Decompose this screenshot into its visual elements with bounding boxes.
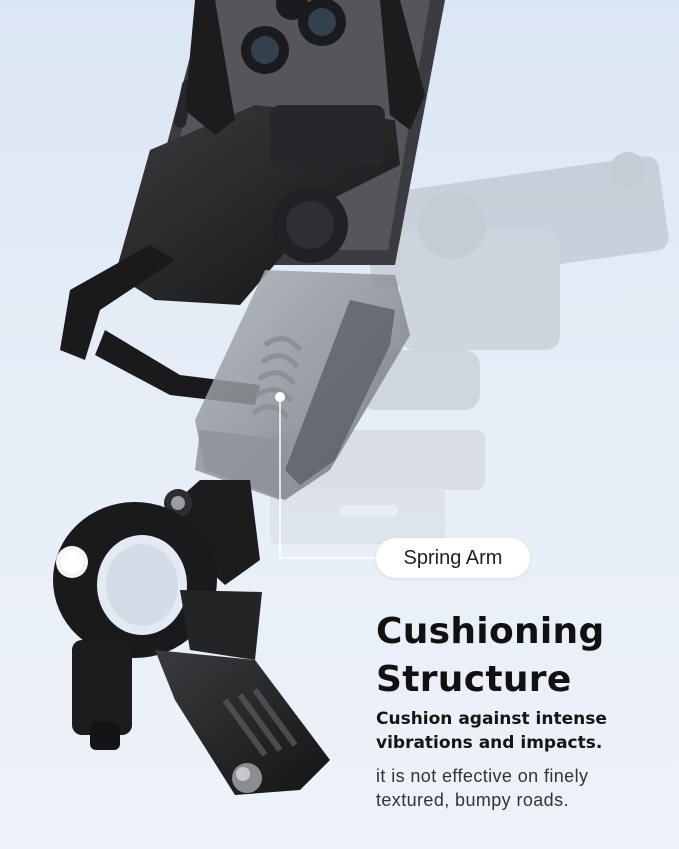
feature-title: Cushioning Structure [376, 608, 605, 704]
handlebar-clamp [53, 480, 330, 795]
spring-arm [195, 270, 410, 500]
feature-note: it is not effective on finely textured, … [376, 764, 666, 812]
holder-cradle [60, 0, 425, 405]
title-line-2: Structure [376, 659, 572, 700]
callout-label: Spring Arm [403, 546, 503, 569]
callout-leader [275, 392, 376, 559]
subtitle-line-2: vibrations and impacts. [376, 733, 603, 753]
spring-coil [251, 336, 302, 420]
note-line-1: it is not effective on finely [376, 766, 589, 786]
feature-subtitle: Cushion against intense vibrations and i… [376, 707, 666, 755]
camera-lenses [241, 0, 346, 74]
subtitle-line-1: Cushion against intense [376, 709, 607, 729]
note-line-2: textured, bumpy roads. [376, 790, 569, 810]
spring-arm-callout: Spring Arm [376, 538, 530, 578]
title-line-1: Cushioning [376, 611, 605, 652]
